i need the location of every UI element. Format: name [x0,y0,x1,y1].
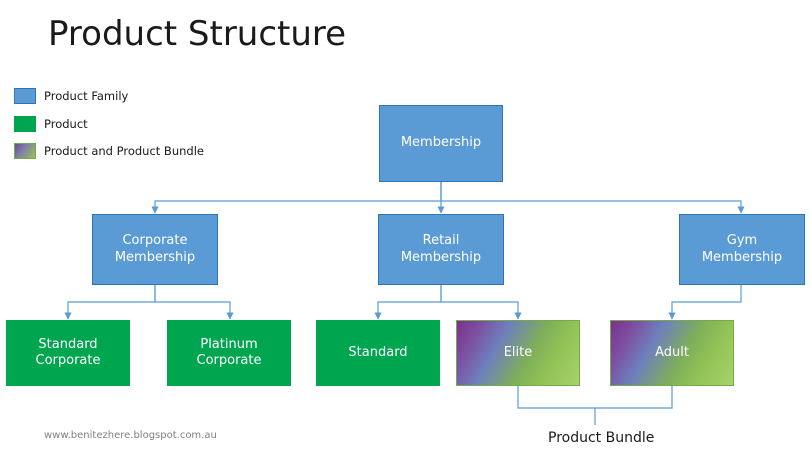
legend-label-product-family: Product Family [44,89,129,103]
node-adult[interactable]: Adult [610,320,734,386]
bundle-caption: Product Bundle [548,430,655,446]
legend-item-product-and-bundle: Product and Product Bundle [14,143,204,159]
node-label: Retail Membership [400,233,482,265]
node-standard[interactable]: Standard [316,320,440,386]
node-label: Corporate Membership [114,233,196,265]
legend-item-product-family: Product Family [14,88,128,104]
node-platinum-corporate[interactable]: Platinum Corporate [167,320,291,386]
legend-label-product: Product [44,117,88,131]
legend-swatch-product-family [14,88,36,104]
node-label: Membership [400,135,482,151]
legend-label-product-and-bundle: Product and Product Bundle [44,144,204,158]
node-label: Elite [503,344,533,360]
node-label: Standard Corporate [35,336,101,368]
legend-item-product: Product [14,116,88,132]
node-label: Standard [348,344,408,360]
node-label: Platinum Corporate [196,336,262,368]
node-label: Adult [655,344,689,360]
page-title: Product Structure [48,14,347,54]
node-corporate-membership[interactable]: Corporate Membership [92,214,218,285]
node-membership[interactable]: Membership [379,105,503,182]
legend-swatch-product-and-bundle [14,143,36,159]
node-retail-membership[interactable]: Retail Membership [378,214,504,285]
legend-swatch-product [14,116,36,132]
watermark: www.benitezhere.blogspot.com.au [44,430,217,441]
node-gym-membership[interactable]: Gym Membership [679,214,805,285]
node-standard-corporate[interactable]: Standard Corporate [6,320,130,386]
node-elite[interactable]: Elite [456,320,580,386]
node-label: Gym Membership [701,233,783,265]
